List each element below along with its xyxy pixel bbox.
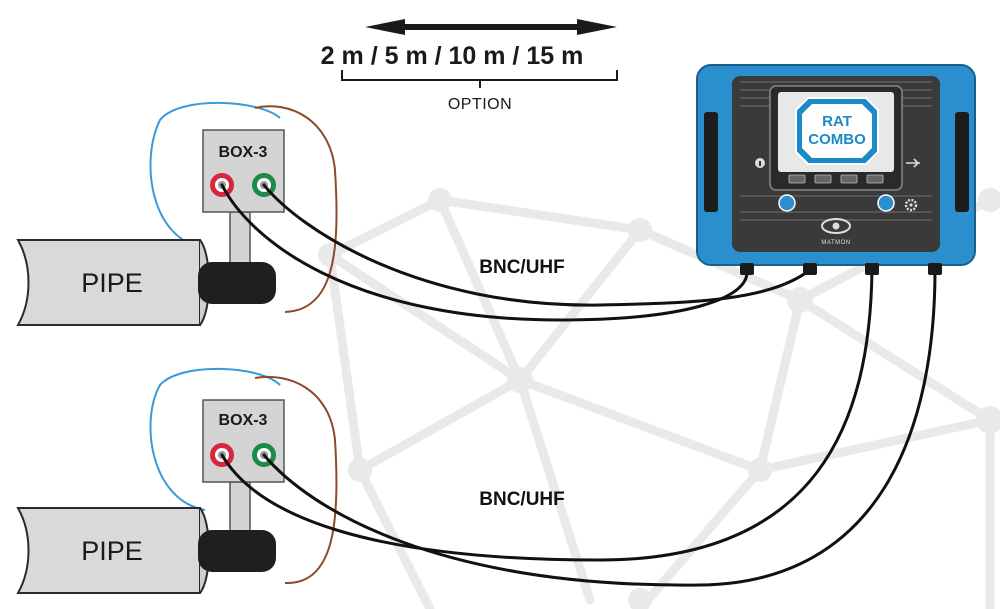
measurement-setup-2: PIPE BOX-3 BNC/UHF <box>16 268 937 594</box>
box-3-enclosure <box>202 129 285 213</box>
bnc-cable-pair-1 <box>220 183 812 322</box>
soft-key-2[interactable] <box>814 174 832 184</box>
usb-icon <box>906 158 920 168</box>
measurement-setup-1: PIPE BOX-3 BNC/UHF <box>16 101 812 326</box>
soft-key-4[interactable] <box>866 174 884 184</box>
info-icon[interactable] <box>755 158 765 168</box>
cable-label: BNC/UHF <box>479 489 565 510</box>
logo-badge <box>795 97 879 165</box>
pipe-label: PIPE <box>81 268 143 298</box>
box-3-enclosure <box>202 399 285 483</box>
right-handle <box>955 112 969 212</box>
gear-icon[interactable] <box>904 198 918 212</box>
soft-key-row <box>788 174 884 184</box>
eye-icon <box>821 218 851 234</box>
pipe-clamp <box>198 530 276 572</box>
blue-wire <box>149 367 281 511</box>
logo-line-1: RAT <box>822 113 852 130</box>
box-3-label: BOX-3 <box>219 412 268 429</box>
cable-label: BNC/UHF <box>479 257 565 278</box>
soft-key-1[interactable] <box>788 174 806 184</box>
box-3-label: BOX-3 <box>219 144 268 161</box>
brown-wire <box>254 376 338 585</box>
left-power-button[interactable] <box>778 194 796 212</box>
logo-line-2: COMBO <box>808 131 866 148</box>
length-options-label: 2 m / 5 m / 10 m / 15 m <box>321 42 584 70</box>
length-options-annotation: 2 m / 5 m / 10 m / 15 m OPTION <box>321 19 618 113</box>
pipe-clamp <box>198 262 276 304</box>
pipe <box>16 507 201 594</box>
left-arrow <box>365 19 500 35</box>
option-label: OPTION <box>448 96 512 113</box>
pipe <box>16 239 201 326</box>
cable-connectors <box>740 263 942 275</box>
rat-combo-device: RAT COMBO MATMON <box>696 64 976 275</box>
bnc-cable-pair-2 <box>220 268 937 587</box>
option-bracket <box>341 70 618 88</box>
right-power-button[interactable] <box>877 194 895 212</box>
pipe-label: PIPE <box>81 536 143 566</box>
left-handle <box>704 112 718 212</box>
blue-wire <box>149 101 281 249</box>
brown-wire <box>254 105 338 313</box>
right-arrow <box>480 19 617 35</box>
soft-key-3[interactable] <box>840 174 858 184</box>
brand-label: MATMON <box>821 240 850 246</box>
